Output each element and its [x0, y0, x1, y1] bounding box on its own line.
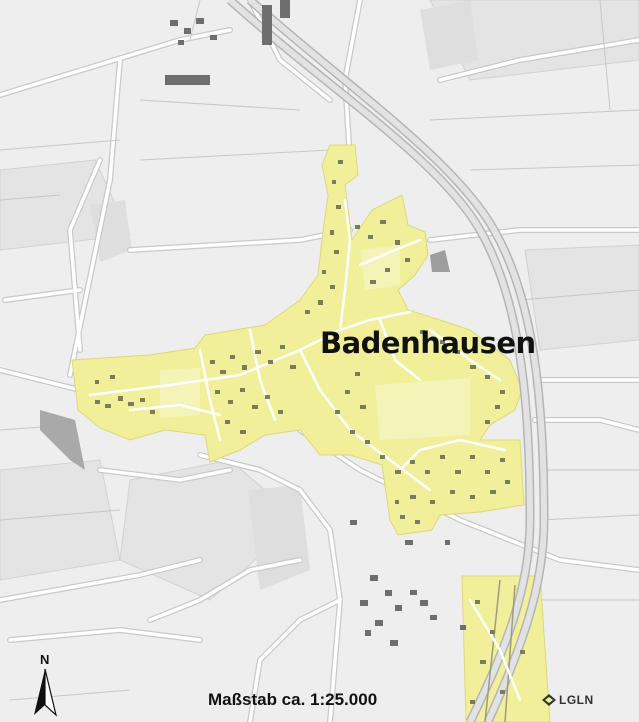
outer-buildings: [165, 0, 466, 646]
lgln-logo-icon: [542, 694, 556, 706]
grey-area-left: [40, 410, 85, 470]
scale-label: Maßstab ca. 1:25.000: [208, 690, 378, 709]
lgln-logo: LGLN: [541, 693, 594, 707]
north-label: N: [40, 652, 50, 667]
settlement-lighter: [160, 245, 470, 440]
village-streets: [88, 198, 522, 702]
place-label: Badenhausen: [320, 326, 536, 360]
field-boundaries: [0, 0, 639, 701]
lgln-logo-text: LGLN: [559, 693, 594, 707]
buildings: [95, 160, 525, 704]
north-arrow-icon: [34, 668, 58, 717]
motorway: [226, 0, 549, 722]
grey-area-north: [430, 250, 450, 272]
